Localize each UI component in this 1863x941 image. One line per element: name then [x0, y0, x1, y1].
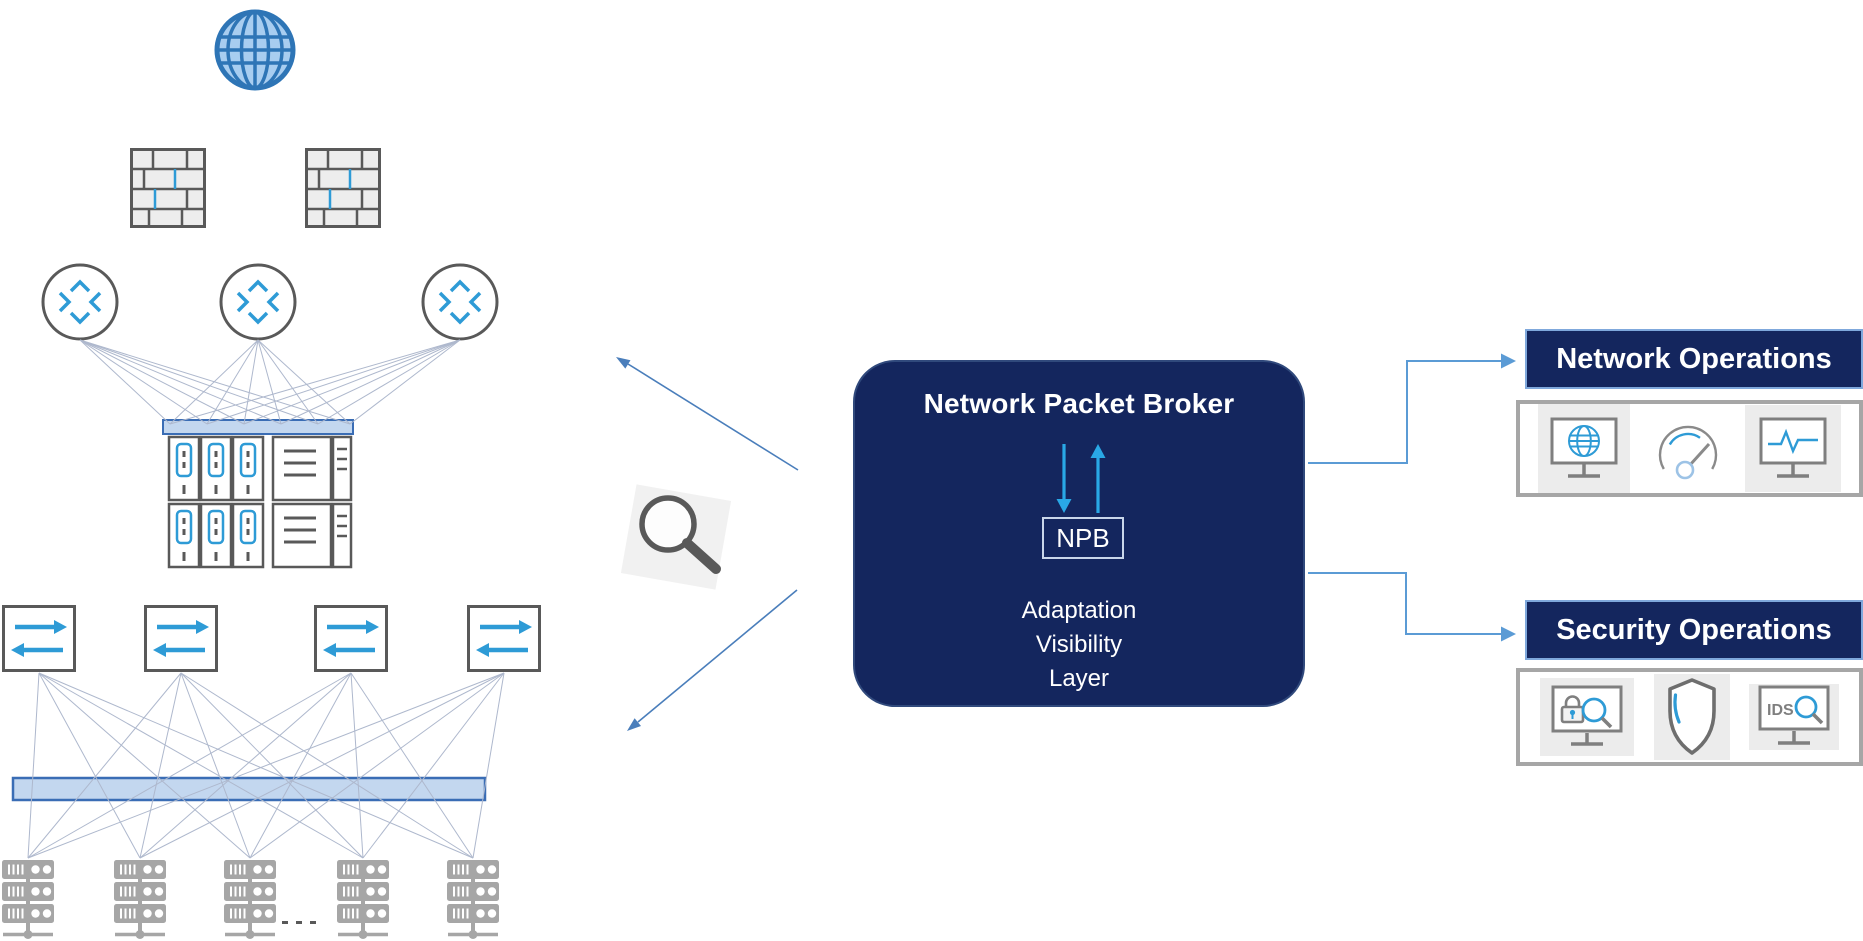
monitor-ids-search-icon: IDS [1758, 685, 1830, 745]
switch-icon [469, 607, 540, 671]
server-rack-icon [224, 860, 276, 939]
shield-icon [1667, 678, 1716, 755]
npb-node-label: NPB [1042, 517, 1124, 559]
firewall-icon [305, 148, 381, 228]
npb-layer-line: Adaptation [1021, 597, 1137, 624]
tap-arrow-upper [616, 357, 799, 471]
connector-network-ops [1308, 353, 1516, 464]
router-icon [421, 263, 499, 341]
security-operations-title: Security Operations [1556, 613, 1832, 646]
security-operations-box: IDS [1516, 668, 1863, 766]
distribution-bar [11, 776, 487, 802]
ids-label: IDS [1767, 702, 1794, 719]
blade-chassis-icon [167, 435, 353, 924]
switch-icon [4, 607, 75, 671]
switch-mesh-lines [27, 672, 505, 859]
internet-globe-icon [217, 12, 293, 88]
npb-layer-text: Adaptation Visibility Layer [855, 594, 1303, 696]
monitor-globe-tile [1537, 404, 1630, 493]
network-operations-header: Network Operations [1525, 329, 1863, 389]
monitor-globe-icon [1550, 417, 1618, 478]
switch-icon [146, 607, 217, 671]
npb-flow-arrows [1056, 444, 1106, 513]
server-rack-icon [337, 860, 389, 939]
network-operations-box [1516, 400, 1863, 497]
npb-layer-line: Layer [1048, 665, 1110, 692]
npb-title: Network Packet Broker [923, 388, 1235, 419]
gauge-icon [1658, 425, 1717, 479]
monitor-lock-search-icon [1551, 685, 1623, 746]
router-mesh-lines [79, 339, 461, 425]
connector-security-ops [1308, 572, 1516, 642]
security-operations-header: Security Operations [1525, 600, 1863, 660]
npb-box: Network Packet Broker NPB Adaptation Vis… [853, 360, 1305, 707]
server-rack-icon [114, 860, 166, 939]
up-arrow-icon [1090, 444, 1106, 513]
switch-icon [316, 607, 387, 671]
monitor-ids-search-tile: IDS [1749, 684, 1840, 750]
server-rack-icon [2, 860, 54, 939]
tap-arrow-lower [627, 589, 798, 731]
npb-layer-line: Visibility [1035, 631, 1123, 658]
server-rack-icon [447, 860, 499, 939]
monitor-pulse-icon [1759, 417, 1827, 478]
monitor-pulse-tile [1745, 405, 1842, 492]
monitor-lock-search-tile [1539, 678, 1634, 756]
router-icon [219, 263, 297, 341]
shield-tile [1653, 674, 1730, 760]
router-icon [41, 263, 119, 341]
aggregation-bar [162, 419, 354, 435]
down-arrow-icon [1056, 444, 1072, 513]
firewall-icon [130, 148, 206, 228]
magnifier-icon [620, 484, 732, 590]
gauge-tile [1648, 404, 1728, 493]
network-operations-title: Network Operations [1556, 342, 1832, 375]
